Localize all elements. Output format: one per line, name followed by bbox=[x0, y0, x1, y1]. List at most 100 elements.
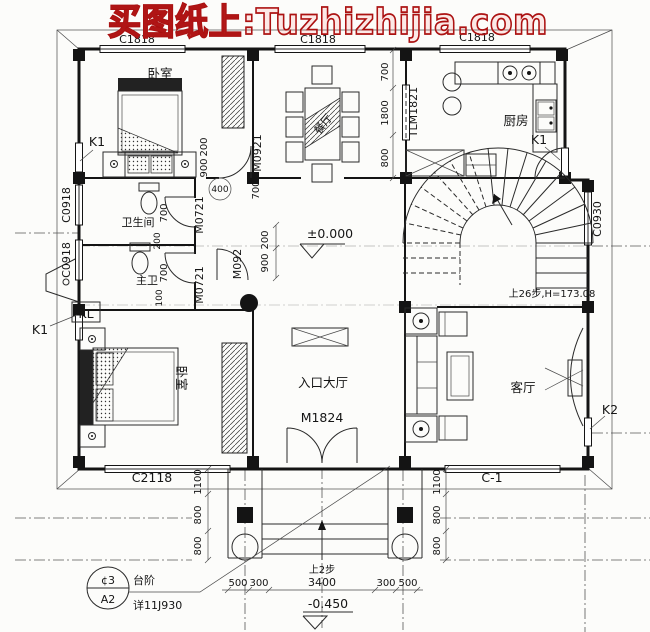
dim: 200 bbox=[199, 137, 210, 156]
door-label-tlm1821: TLM1821 bbox=[407, 87, 420, 138]
door-label-m1824: M1824 bbox=[301, 410, 344, 425]
leader-lines bbox=[49, 146, 606, 430]
dining-set bbox=[285, 65, 360, 183]
door-arc-m0721-lower bbox=[164, 252, 196, 284]
detail-ref: 详11J930 bbox=[133, 598, 182, 612]
toilet-bowl bbox=[140, 191, 158, 215]
toilet-tank bbox=[138, 182, 160, 192]
room-label-kitchen: 厨房 bbox=[503, 113, 528, 128]
dim-circled: 400 bbox=[211, 185, 228, 195]
dim: 800 bbox=[432, 536, 443, 555]
window-k1-top bbox=[75, 142, 83, 173]
dim: 900 bbox=[260, 253, 271, 272]
armchair bbox=[438, 415, 468, 441]
dim: 3400 bbox=[308, 576, 336, 589]
dim: 700 bbox=[251, 180, 262, 199]
door-arc-m0721-upper bbox=[164, 196, 196, 228]
living-furniture bbox=[404, 307, 584, 443]
dimension-lines bbox=[204, 46, 450, 594]
window-c0918-lower bbox=[75, 239, 83, 281]
window-c0930 bbox=[584, 191, 592, 246]
window-c1818-left bbox=[99, 45, 186, 53]
dim: 1100 bbox=[193, 469, 204, 494]
dim: 800 bbox=[380, 148, 391, 167]
sliding-door-tlm1821 bbox=[402, 84, 410, 141]
window-c-1 bbox=[444, 465, 561, 473]
door-swings bbox=[164, 145, 566, 464]
interior-walls bbox=[78, 48, 589, 470]
dim: 800 bbox=[432, 505, 443, 524]
stool bbox=[442, 96, 462, 116]
side-table bbox=[404, 415, 438, 443]
room-label-bathroom: 卫生间 bbox=[122, 215, 155, 229]
grid-lines bbox=[15, 232, 650, 632]
bed-top bbox=[102, 78, 197, 178]
window-label-c1818-right: C1818 bbox=[459, 31, 495, 44]
stool bbox=[442, 72, 462, 92]
window-label-c-1: C-1 bbox=[481, 470, 502, 485]
detail-title: 台阶 bbox=[133, 573, 155, 587]
eave-outline bbox=[56, 29, 613, 490]
window-label-c0918-lower: C0918 bbox=[60, 242, 73, 278]
dim: 700 bbox=[380, 62, 391, 81]
porch-column bbox=[391, 533, 419, 561]
door-label-m0721-upper: M0721 bbox=[193, 196, 206, 234]
room-label-entry-hall: 入口大厅 bbox=[298, 375, 348, 390]
entry-steps bbox=[262, 523, 388, 555]
window-c1818-mid bbox=[274, 45, 366, 53]
stove bbox=[497, 61, 541, 85]
detail-number: ¢3 bbox=[101, 574, 115, 587]
stair-direction-arrow bbox=[492, 194, 501, 204]
dim: 800 bbox=[193, 505, 204, 524]
detail-bubble bbox=[86, 465, 391, 610]
dim: 1800 bbox=[380, 100, 391, 125]
toilet-bowl bbox=[131, 251, 149, 275]
sofa-seat bbox=[416, 335, 438, 415]
dim: 1100 bbox=[432, 469, 443, 494]
kitchen-counter bbox=[405, 61, 558, 177]
dim: 300 bbox=[249, 578, 268, 589]
room-label-bedroom-bottom: 卧室 bbox=[174, 365, 189, 390]
dim: 300 bbox=[376, 578, 395, 589]
tv-niche bbox=[570, 327, 584, 427]
level-markers bbox=[299, 243, 353, 630]
mark-kl: KL bbox=[78, 306, 93, 321]
window-k1-kitchen bbox=[561, 147, 569, 177]
window-label-c0930: C0930 bbox=[591, 201, 604, 237]
stair-note: 上26步,H=173.08 bbox=[509, 288, 596, 300]
door-arc-kitchen bbox=[534, 147, 566, 179]
dim: 100 bbox=[155, 289, 165, 306]
dim: 800 bbox=[193, 536, 204, 555]
door-arc-m1824-right bbox=[321, 427, 358, 464]
window-label-c0918-upper: C0918 bbox=[60, 187, 73, 223]
side-table bbox=[404, 307, 438, 335]
window-label-c1818-mid: C1818 bbox=[300, 33, 336, 46]
windows bbox=[75, 45, 592, 473]
mark-k2: K2 bbox=[602, 402, 618, 417]
porch bbox=[227, 469, 423, 561]
mark-k1-left: K1 bbox=[32, 322, 48, 337]
circled-dim bbox=[208, 177, 232, 201]
door-label-m0721-lower: M0721 bbox=[193, 266, 206, 304]
dim: 900 bbox=[199, 158, 210, 177]
door-arc-m092 bbox=[216, 248, 249, 281]
watermark-text: 买图纸上:Tuzhizhijia.com bbox=[108, 2, 548, 43]
flue-shaft bbox=[405, 149, 497, 177]
door-arc-m0921 bbox=[218, 145, 252, 179]
level-porch: -0.450 bbox=[308, 596, 348, 611]
wardrobe-bottom bbox=[221, 342, 248, 454]
dim: 200 bbox=[260, 230, 271, 249]
mark-k1-kitchen: K1 bbox=[531, 132, 547, 147]
bathroom-fixtures bbox=[129, 182, 160, 275]
porch-column bbox=[231, 533, 259, 561]
sink bbox=[535, 99, 557, 133]
mark-k1-top: K1 bbox=[89, 134, 105, 149]
staircase bbox=[402, 147, 594, 292]
wardrobe-top bbox=[221, 55, 245, 129]
door-label-m0921: M0921 bbox=[251, 134, 264, 172]
window-c2118 bbox=[104, 465, 231, 473]
dim: 700 bbox=[159, 263, 170, 282]
steps-up-arrow bbox=[318, 520, 326, 530]
